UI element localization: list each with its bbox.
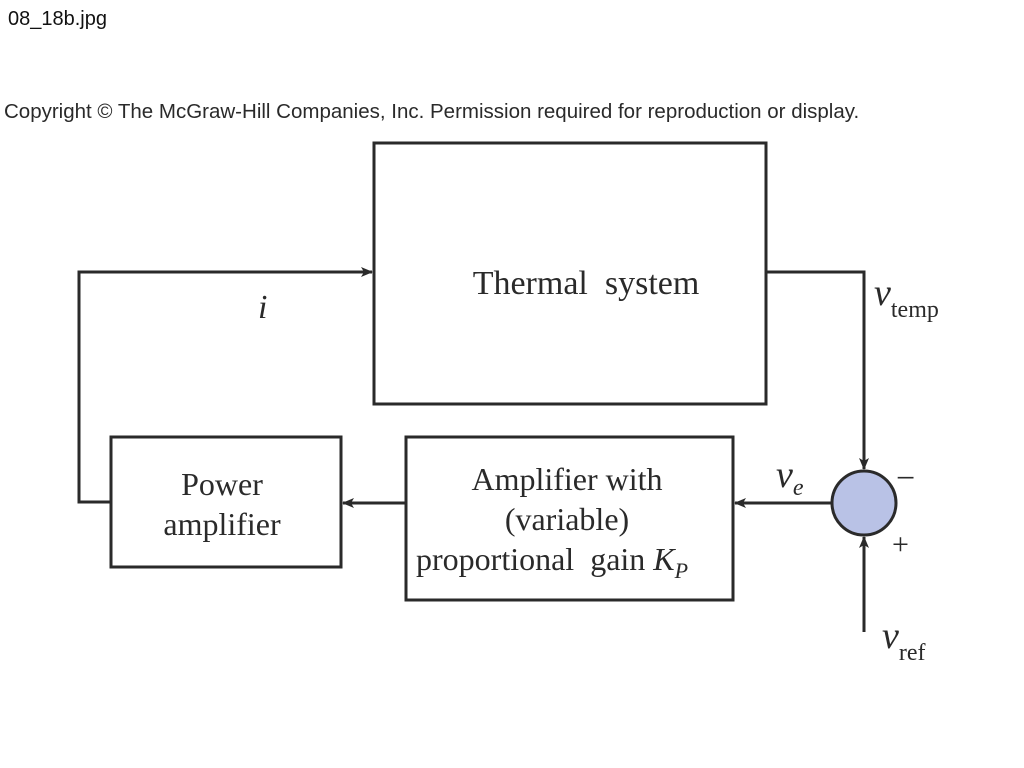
gain-amplifier-label-line2: (variable) [505,501,629,537]
copyright-notice: Copyright © The McGraw-Hill Companies, I… [4,100,860,123]
error-symbol: v [776,454,793,496]
error-signal-label: ve [776,454,804,501]
filename-label: 08_18b.jpg [8,8,107,30]
gain-amplifier-label-line1: Amplifier with [471,461,662,497]
gain-amplifier-block [404,435,735,602]
temp-subscript: temp [891,297,939,323]
ref-subscript: ref [899,640,926,666]
temp-signal-line [766,270,869,470]
power-amplifier-label-line2: amplifier [163,506,281,542]
ref-signal-label: vref [882,615,926,666]
minus-sign: − [896,460,915,497]
gain-text: proportional gain [416,541,653,577]
current-signal-label: i [258,289,267,326]
thermal-system-label: Thermal system [473,265,700,302]
power-amplifier-block [109,435,343,569]
plus-sign: + [892,528,909,561]
gain-amplifier-label-line3: proportional gain KP [416,541,688,583]
temp-symbol: v [874,272,891,314]
error-subscript: e [793,475,804,501]
current-signal-line [77,267,373,504]
gain-subscript: P [674,558,688,583]
ref-symbol: v [882,615,899,657]
power-amplifier-label-line1: Power [181,466,263,502]
temp-signal-label: vtemp [874,272,939,323]
summing-junction [830,469,898,537]
gain-symbol: K [652,541,676,577]
